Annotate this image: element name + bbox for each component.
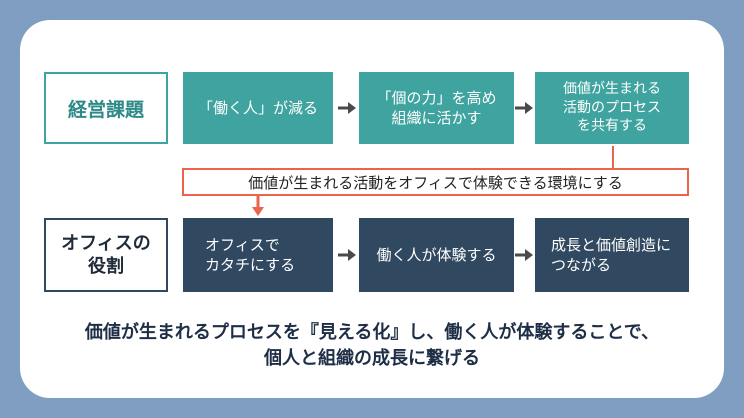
management-box-1-text: 「働く人」が減る <box>197 98 318 117</box>
office-box-3-text: 成長と価値創造に つながる <box>551 235 672 274</box>
office-box-3: 成長と価値創造に つながる <box>535 218 689 292</box>
conclusion-line-1: 価値が生まれるプロセスを『見える化』し、働く人が体験することで、 <box>84 322 660 343</box>
arrow-right-icon <box>338 102 356 114</box>
banner-text: 価値が生まれる活動をオフィスで体験できる環境にする <box>248 173 623 192</box>
arrow-down-icon <box>252 196 264 216</box>
management-box-3: 価値が生まれる 活動のプロセス を共有する <box>535 72 689 144</box>
conclusion-line-2: 個人と組織の成長に繋げる <box>264 348 480 369</box>
arrow-right-icon <box>338 249 356 261</box>
banner: 価値が生まれる活動をオフィスで体験できる環境にする <box>182 168 689 196</box>
management-issue-label-text: 経営課題 <box>67 98 144 121</box>
management-box-2: 「個の力」を高め 組織に活かす <box>359 72 514 144</box>
arrow-right-icon <box>515 102 533 114</box>
office-box-2-text: 働く人が体験する <box>376 245 497 264</box>
office-box-2: 働く人が体験する <box>359 218 514 292</box>
office-role-label: オフィスの 役割 <box>44 218 168 292</box>
arrow-right-icon <box>515 249 533 261</box>
management-box-1: 「働く人」が減る <box>183 72 333 144</box>
office-box-1-text: オフィスで カタチにする <box>205 235 296 274</box>
connector-line <box>612 146 614 168</box>
office-box-1: オフィスで カタチにする <box>183 218 333 292</box>
office-role-label-text: オフィスの 役割 <box>61 232 151 277</box>
management-box-2-text: 「個の力」を高め 組織に活かす <box>376 88 497 127</box>
management-box-3-text: 価値が生まれる 活動のプロセス を共有する <box>563 80 661 135</box>
management-issue-label: 経営課題 <box>44 72 168 144</box>
